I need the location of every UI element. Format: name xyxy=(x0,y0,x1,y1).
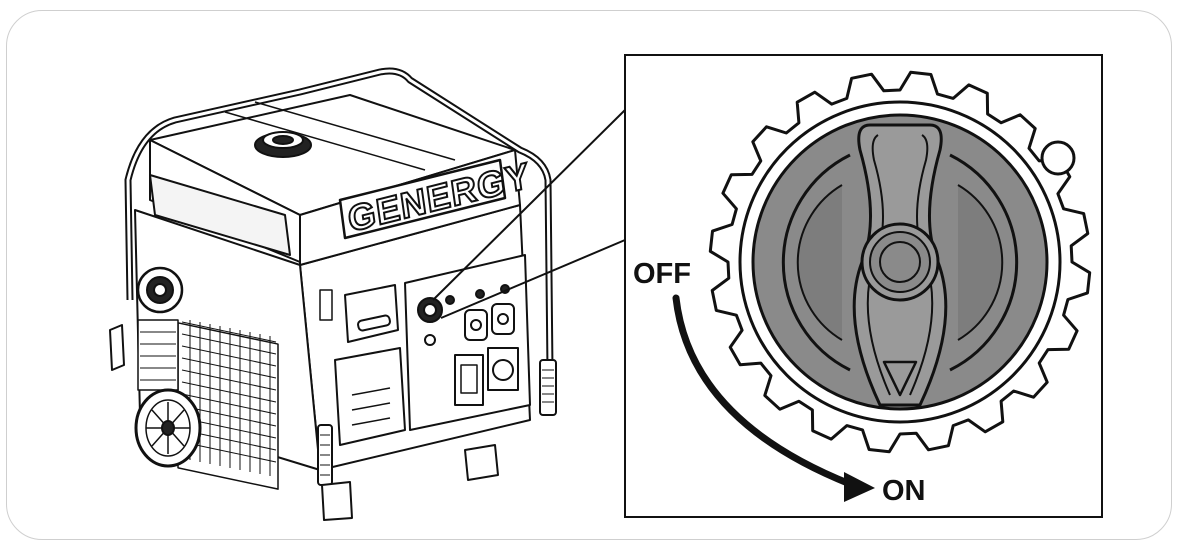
zoom-callout-lines xyxy=(432,109,626,319)
vent-holes xyxy=(181,320,277,476)
rotation-arrow xyxy=(672,294,854,488)
dial-assembly xyxy=(708,70,1092,454)
on-label: ON xyxy=(882,475,926,507)
maintenance-door xyxy=(334,347,406,446)
pointer-triangle xyxy=(882,360,918,397)
rounded-frame xyxy=(6,10,1172,540)
arrow-head xyxy=(844,472,875,502)
handle-grip-left xyxy=(319,289,333,321)
side-window xyxy=(149,174,291,256)
dial-hub-inner xyxy=(879,241,921,283)
dial-nub xyxy=(1040,140,1076,176)
generator-illustration xyxy=(109,67,557,521)
foot-left xyxy=(321,481,353,521)
brand-badge xyxy=(338,158,507,240)
foot-right xyxy=(464,444,499,481)
handle-grip-right xyxy=(539,359,557,416)
off-label: OFF xyxy=(633,258,691,290)
